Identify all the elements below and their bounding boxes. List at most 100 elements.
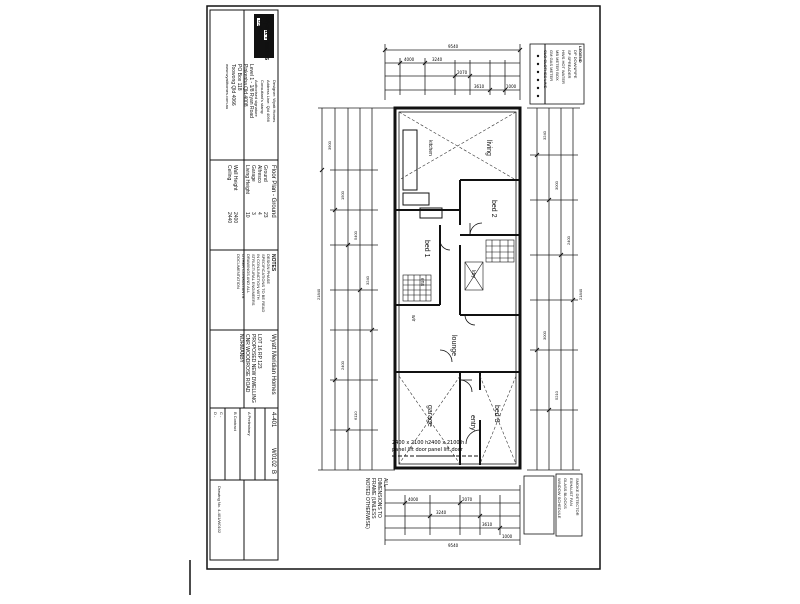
legend-bottom-line-3: GLASS BLOCKS	[563, 478, 568, 509]
internal-walls	[395, 179, 520, 465]
side-note-line-3: FRAME (UNLESS	[370, 478, 376, 519]
area-value-4: 2400	[232, 212, 238, 224]
room-label-bed3: bed 3	[493, 405, 500, 423]
legend-line-3: HWS HOT WATER	[561, 50, 566, 84]
area-value-5: 2440	[226, 212, 232, 224]
garage-door-type-2: panel lift door	[428, 447, 463, 453]
side-note-line-2: DIMENSIONS TO	[376, 478, 382, 518]
legend-bottom-line-2: EXHAUST FAN	[569, 478, 574, 506]
garage-door-size-2: 2400 x 2100 h	[428, 440, 465, 446]
office-line-5: www.wyatthomes.com.au	[225, 64, 230, 110]
office-line-2: Pinkenba Qld 4008	[242, 64, 248, 107]
ceiling-diagonals	[398, 111, 517, 465]
dim-top-5: 1000	[506, 84, 517, 89]
room-label-laundry: ldry	[470, 270, 476, 279]
side-note-line-4: NOTED OTHERWISE)	[364, 478, 370, 529]
legend-bottom-line-1: SMOKE DETECTOR	[575, 478, 580, 516]
company-subtitle: Builder	[256, 20, 262, 36]
notes-line-1: DESIGN PHASE	[266, 254, 271, 285]
room-label-garage: garage	[426, 405, 433, 427]
revision-row-3: C -	[219, 412, 224, 418]
overall-length-left: 21840	[316, 288, 321, 300]
area-label-1: Alfresco	[256, 165, 262, 184]
side-note-line-1: ALL	[382, 478, 388, 487]
area-value-3: 10	[244, 212, 250, 218]
job-number: 4-401	[270, 412, 276, 428]
legend-bottom-line-4: WINDOW SCHEDULE	[557, 478, 562, 519]
sheet-number: W0102	[270, 448, 276, 468]
footer-reference: Drawing No. 4-401/W0102	[217, 486, 222, 534]
notes-line-6: OTHER CONSULTANTS	[241, 254, 246, 299]
project-address-4: NORMANBY	[238, 334, 244, 363]
room-label-entry: entry	[469, 415, 476, 431]
company-name: Wyatt Homes	[263, 16, 270, 61]
dim-right-1: 3240	[542, 131, 547, 140]
overall-length-right: 21840	[578, 288, 583, 300]
notes-line-7: DOCUMENTATION	[236, 254, 241, 289]
dim-top-3: 2070	[457, 70, 468, 75]
dim-left-5: 2400	[340, 361, 345, 370]
external-walls	[393, 106, 522, 470]
legend-line-5: GM GAS METER	[549, 50, 554, 82]
dim-top-2: 3240	[432, 57, 443, 62]
overall-width-top: 9540	[448, 44, 459, 49]
area-label-0: Ground	[262, 165, 268, 182]
title-block	[209, 9, 279, 561]
notes-line-3: IN CONJUNCTION WITH	[256, 254, 261, 300]
dim-left-4: 3240	[365, 276, 370, 285]
legend-line-6: CLO CLOTHES LINE	[543, 50, 548, 89]
door-swings	[439, 222, 483, 445]
notes-line-4: STRUCTURAL ENGINEERS	[251, 254, 256, 306]
dim-top-1: 4000	[404, 57, 415, 62]
dim-bottom-3: 2070	[462, 497, 473, 502]
right-legend-frame	[523, 43, 585, 537]
area-label-2: Garage	[250, 165, 256, 182]
consultant-line-1: Designer: Wyatt Homes	[272, 80, 277, 123]
room-label-bed2: bed 2	[490, 200, 497, 218]
dimension-lines	[318, 44, 580, 545]
room-label-ensuite: ens	[419, 278, 425, 287]
area-value-0: 23	[262, 212, 268, 218]
dimension-ticks	[319, 47, 576, 531]
consultant-line-4: Authorised signature	[254, 80, 259, 117]
dim-bottom-5: 1000	[502, 534, 513, 539]
legend-symbols	[536, 54, 540, 98]
project-address-1: LOT 16 RP 123	[256, 334, 262, 369]
project-address-3: CNR WOODROSE ROAD	[244, 334, 250, 393]
area-label-5: Ceiling	[226, 165, 232, 181]
project-name: Wyatt Meridian Homes	[270, 334, 276, 395]
consultant-line-2: Address Line: Qld 4066	[266, 80, 271, 122]
dim-left-6: 6110	[353, 411, 358, 420]
dim-left-1: 3900	[327, 141, 332, 150]
area-label-4: Wall Height	[232, 165, 238, 191]
revision-letter: B	[270, 470, 276, 475]
notes-line-5: DRAWINGS AND ALL	[246, 254, 251, 294]
room-label-bed1: bed 1	[423, 240, 430, 258]
room-label-lounge: lounge	[450, 335, 457, 357]
dim-bottom-2: 3240	[436, 510, 447, 515]
area-value-2: 3	[250, 212, 256, 215]
dim-top-4: 3610	[474, 84, 485, 89]
room-label-wir: wir	[410, 315, 416, 322]
revision-row-4: D -	[213, 412, 218, 418]
garage-door-size-1: 2400 x 2100 h	[392, 440, 429, 446]
dim-right-2: 3000	[554, 181, 559, 190]
project-address-2: PROPOSED NEW DWELLING	[250, 334, 256, 403]
office-line-3: PO Box 118	[236, 64, 242, 91]
dim-left-2: 1500	[340, 191, 345, 200]
area-label-3: Living Height	[244, 165, 250, 194]
dim-right-4: 3000	[542, 331, 547, 340]
consultant-line-3: Consultant's stamp	[260, 80, 265, 114]
dim-right-5: 5210	[554, 391, 559, 400]
dim-bottom-1: 4000	[408, 497, 419, 502]
legend-heading: LEGEND	[578, 46, 583, 63]
revision-row-1: A Preliminary	[247, 412, 252, 436]
notes-line-2: SPECIFICATIONS TO BE READ	[261, 254, 266, 313]
sheet-border	[206, 5, 601, 570]
office-line-4: Toowong Qld 4066	[230, 64, 236, 106]
kitchen-joinery	[402, 129, 443, 219]
revision-row-2: B Contract	[233, 412, 238, 431]
room-label-kitchen: kitchen	[427, 140, 433, 156]
